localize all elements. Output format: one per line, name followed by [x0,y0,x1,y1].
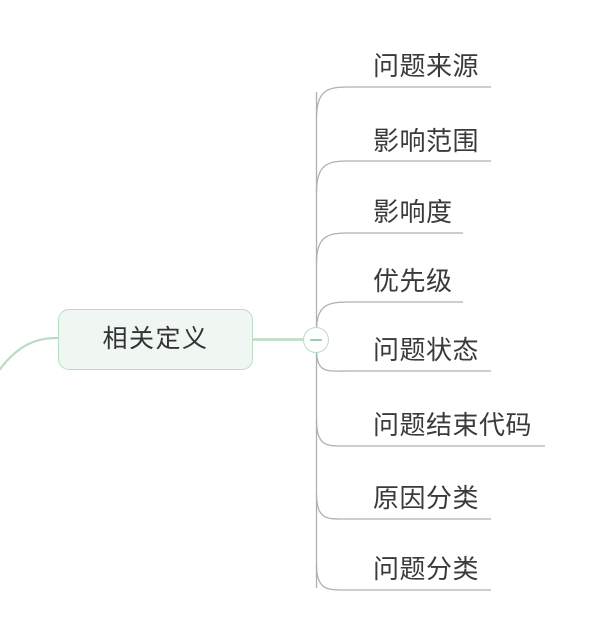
branch-curve-6 [315,419,545,447]
root-node-label: 相关定义 [102,325,209,353]
leaf-node-label: 问题来源 [373,51,480,81]
branch-curve-7 [315,493,491,520]
leaf-node-label: 问题结束代码 [373,410,533,440]
branch-curve-3 [315,232,463,264]
parent-incoming-curve [0,336,60,372]
leaf-node-7[interactable]: 原因分类 [373,478,479,518]
leaf-node-6[interactable]: 问题结束代码 [373,405,532,445]
leaf-node-label: 原因分类 [373,483,480,513]
leaf-node-3[interactable]: 影响度 [373,192,453,232]
leaf-node-1[interactable]: 问题来源 [373,46,479,86]
branch-curve-8 [315,564,491,591]
branch-curve-5 [315,349,491,372]
branch-curve-4 [315,301,463,331]
branch-curve-1 [315,86,491,119]
leaf-node-2[interactable]: 影响范围 [373,121,479,161]
minus-icon [310,339,322,341]
leaf-node-8[interactable]: 问题分类 [373,549,479,589]
root-node[interactable]: 相关定义 [58,309,253,370]
leaf-node-4[interactable]: 优先级 [373,261,453,301]
leaf-node-label: 问题分类 [373,554,480,584]
collapse-toggle-button[interactable] [303,327,329,353]
leaf-node-5[interactable]: 问题状态 [373,330,479,370]
leaf-node-label: 影响范围 [373,126,480,156]
leaf-node-label: 优先级 [373,266,453,296]
leaf-node-label: 问题状态 [373,335,480,365]
branch-curve-2 [315,160,491,193]
leaf-node-label: 影响度 [373,197,453,227]
